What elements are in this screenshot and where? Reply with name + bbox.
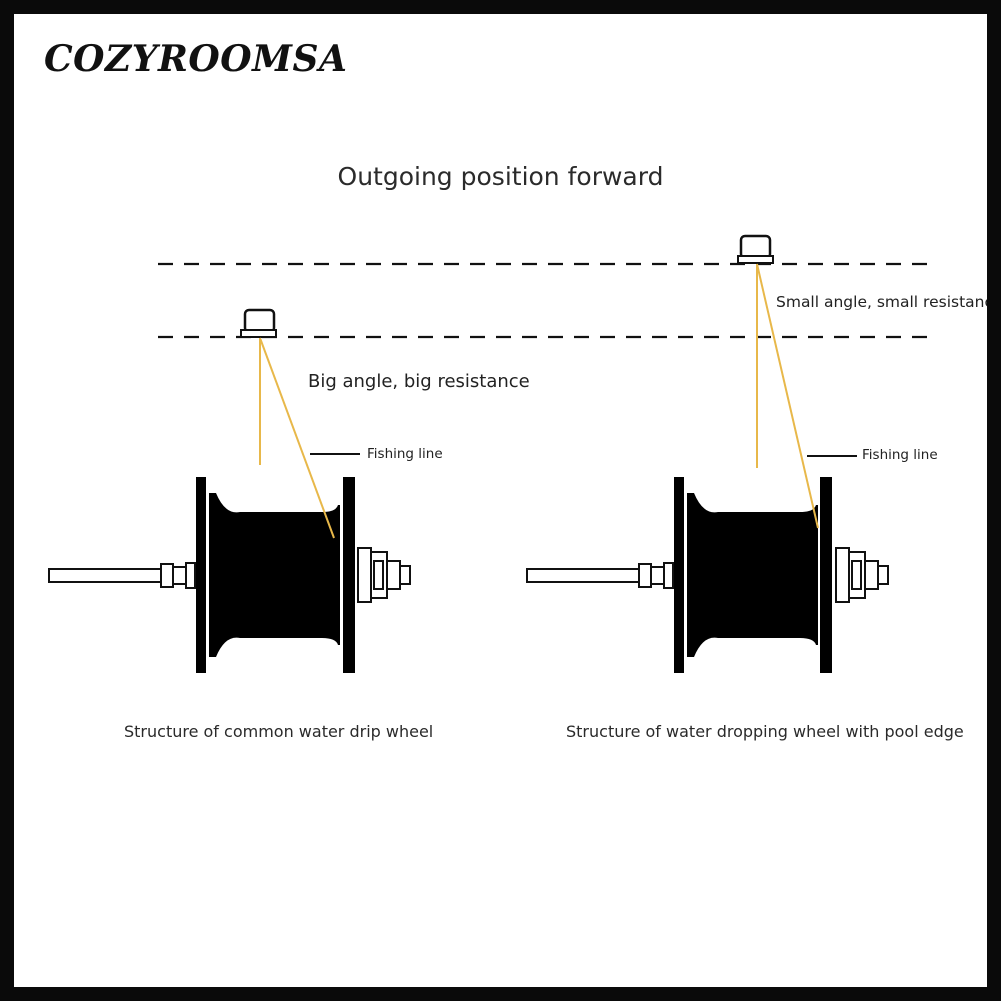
caption-right: Structure of water dropping wheel with p… — [566, 722, 964, 741]
fishing-line-label-right: Fishing line — [862, 447, 938, 463]
line-guide-icon-right — [737, 234, 774, 264]
spool-left — [48, 477, 411, 673]
caption-left: Structure of common water drip wheel — [124, 722, 434, 741]
fishing-line-label-left: Fishing line — [367, 446, 443, 462]
brand-logo: COZYROOMSA — [44, 38, 348, 80]
fishing-line-left — [259, 337, 335, 539]
small-angle-label: Small angle, small resistance — [776, 293, 987, 311]
diagram-title: Outgoing position forward — [337, 162, 664, 191]
line-guide-icon-left — [240, 308, 277, 338]
big-angle-label: Big angle, big resistance — [308, 371, 530, 392]
spool-right — [526, 477, 889, 673]
fishing-line-right — [756, 263, 819, 529]
